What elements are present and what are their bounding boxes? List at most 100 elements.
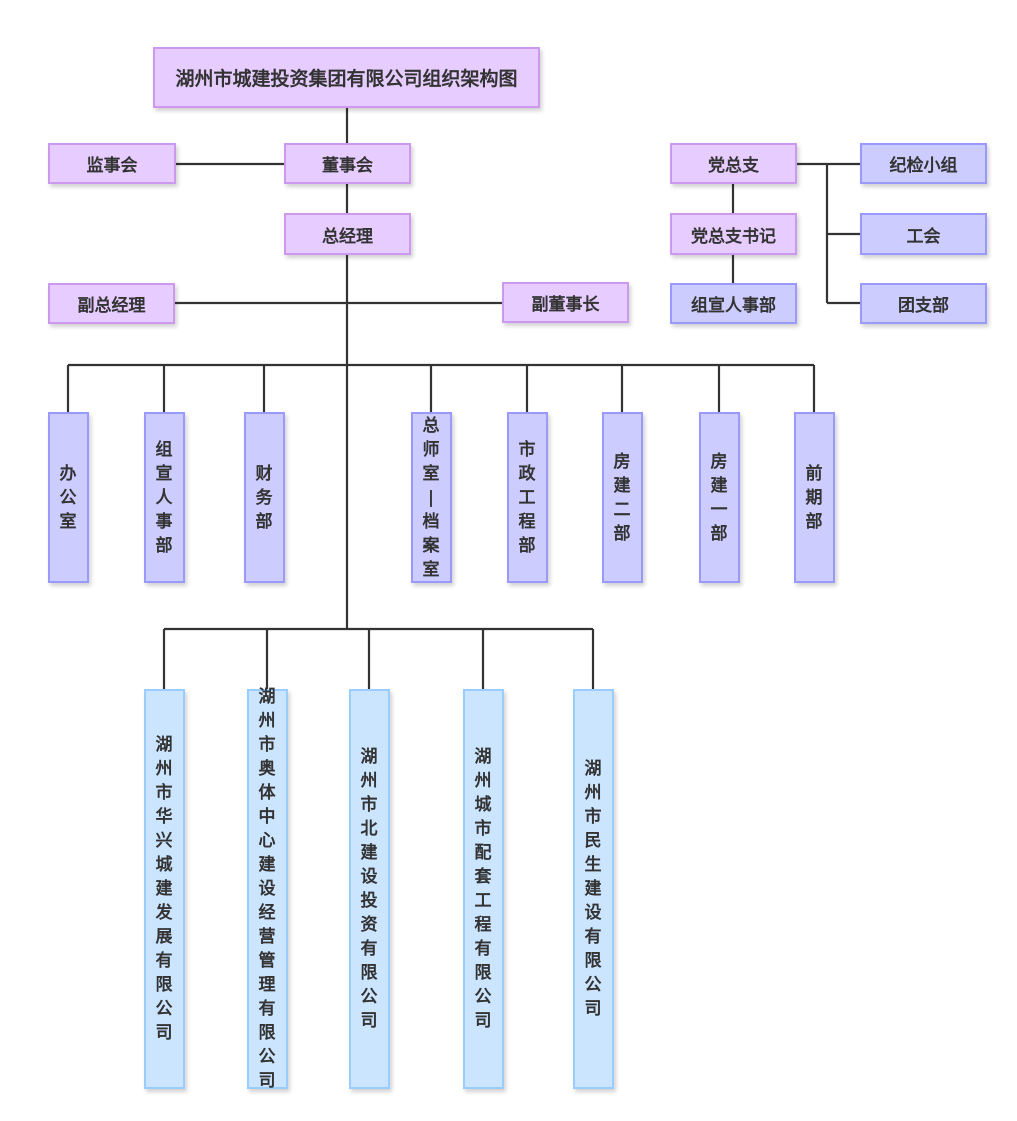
node-trade-union[interactable]: 工会 [860,213,987,255]
node-youth-league[interactable]: 团支部 [860,283,987,324]
node-department-6[interactable]: 房建一部 [698,412,740,583]
node-label-char: 民 [584,831,602,851]
node-label-char: 湖 [360,747,378,767]
node-party-secretary[interactable]: 党总支书记 [670,213,797,255]
node-label-char: 公 [59,487,77,508]
node-label: 组宣人事部 [691,296,776,316]
node-vice-chairman[interactable]: 副董事长 [502,282,629,323]
node-label-char: 北 [360,819,378,839]
node-label-char: 室 [422,463,440,484]
node-board-of-directors[interactable]: 董事会 [284,143,411,184]
node-label-char: 发 [155,903,173,923]
node-label-char: 务 [255,487,273,508]
node-label-char: 市 [258,735,276,755]
node-label: 总经理 [322,226,373,247]
node-subsidiary-4[interactable]: 湖州市民生建设有限公司 [572,689,614,1089]
node-label-char: 套 [474,867,492,887]
node-label: 纪检小组 [889,156,958,176]
node-label-char: 财 [255,463,273,484]
node-subsidiary-2[interactable]: 湖州市北建设投资有限公司 [348,689,390,1089]
node-label-char: | [427,487,435,508]
node-label-char: 司 [474,1011,492,1031]
node-label-char: 限 [155,975,173,995]
node-label-char: 资 [360,915,378,935]
node-label-char: 公 [474,987,492,1007]
node-label-char: 室 [422,559,440,580]
node-label-char: 公 [360,987,378,1007]
node-label-char: 管 [258,951,276,971]
node-discipline-group[interactable]: 纪检小组 [860,143,987,184]
node-label-char: 州 [474,771,492,791]
node-label-char: 建 [584,879,602,899]
node-label-char: 限 [258,1023,276,1043]
node-label-char: 组 [155,439,173,460]
node-label-char: 司 [155,1023,173,1043]
node-label-char: 室 [59,511,77,532]
node-supervisory-board[interactable]: 监事会 [48,143,176,184]
node-label-char: 经 [258,903,276,923]
node-label-char: 政 [518,463,536,484]
node-label-char: 公 [584,975,602,995]
node-label-char: 州 [584,783,602,803]
node-label-char: 一 [710,499,728,520]
node-label-char: 城 [155,855,173,875]
node-label-char: 湖 [155,735,173,755]
node-label: 副总经理 [77,296,146,316]
node-label-char: 华 [155,807,173,827]
node-label-char: 事 [155,511,173,532]
node-label-char: 部 [613,523,631,544]
node-label-char: 司 [360,1011,378,1031]
node-party-org-hr-dept[interactable]: 组宣人事部 [670,283,797,324]
node-label-char: 工 [518,487,536,508]
node-label-char: 限 [584,951,602,971]
node-label-char: 限 [474,963,492,983]
node-department-0[interactable]: 办公室 [47,412,89,583]
node-label-char: 部 [805,511,823,532]
node-label-char: 有 [584,927,602,947]
node-label-char: 部 [518,535,536,556]
node-general-manager[interactable]: 总经理 [284,213,411,255]
node-label-char: 湖 [258,687,276,707]
node-label-char: 设 [584,903,602,923]
node-department-7[interactable]: 前期部 [793,412,835,583]
node-department-4[interactable]: 市政工程部 [506,412,548,583]
node-label-char: 湖 [584,759,602,779]
node-label-char: 部 [255,511,273,532]
node-label-char: 房 [613,451,631,472]
node-label-char: 建 [710,475,728,496]
node-label-char: 建 [360,843,378,863]
node-label-char: 心 [258,831,276,851]
node-label-char: 宣 [155,463,173,484]
node-label-char: 展 [155,927,173,947]
node-label-char: 生 [584,855,602,875]
node-department-3[interactable]: 总师室|档案室 [410,412,452,583]
node-label-char: 建 [258,855,276,875]
node-label-char: 中 [258,807,276,827]
node-party-branch[interactable]: 党总支 [670,143,797,184]
node-subsidiary-1[interactable]: 湖州市奥体中心建设经营管理有限公司 [246,687,288,1091]
node-department-1[interactable]: 组宣人事部 [143,412,185,583]
node-label-char: 有 [258,999,276,1019]
node-label-char: 城 [474,795,492,815]
node-label-char: 设 [258,879,276,899]
node-deputy-general-manager[interactable]: 副总经理 [48,283,175,324]
node-label-char: 人 [155,487,173,508]
node-label-char: 有 [155,951,173,971]
node-label: 监事会 [86,156,138,176]
node-department-5[interactable]: 房建二部 [601,412,643,583]
node-label: 副董事长 [531,295,600,315]
node-label-char: 部 [710,523,728,544]
node-label-char: 奥 [258,759,276,779]
node-subsidiary-3[interactable]: 湖州城市配套工程有限公司 [462,689,504,1089]
node-label-char: 理 [258,975,276,995]
node-label-char: 州 [360,771,378,791]
node-label-char: 总 [422,415,440,436]
node-label-char: 体 [258,783,276,803]
node-subsidiary-0[interactable]: 湖州市华兴城建发展有限公司 [143,689,185,1089]
node-label: 团支部 [898,296,949,316]
node-label-char: 司 [258,1071,276,1091]
node-label-char: 程 [474,915,492,935]
node-department-2[interactable]: 财务部 [243,412,285,583]
node-label-char: 办 [59,463,77,484]
chart-title: 湖州市城建投资集团有限公司组织架构图 [153,47,540,108]
